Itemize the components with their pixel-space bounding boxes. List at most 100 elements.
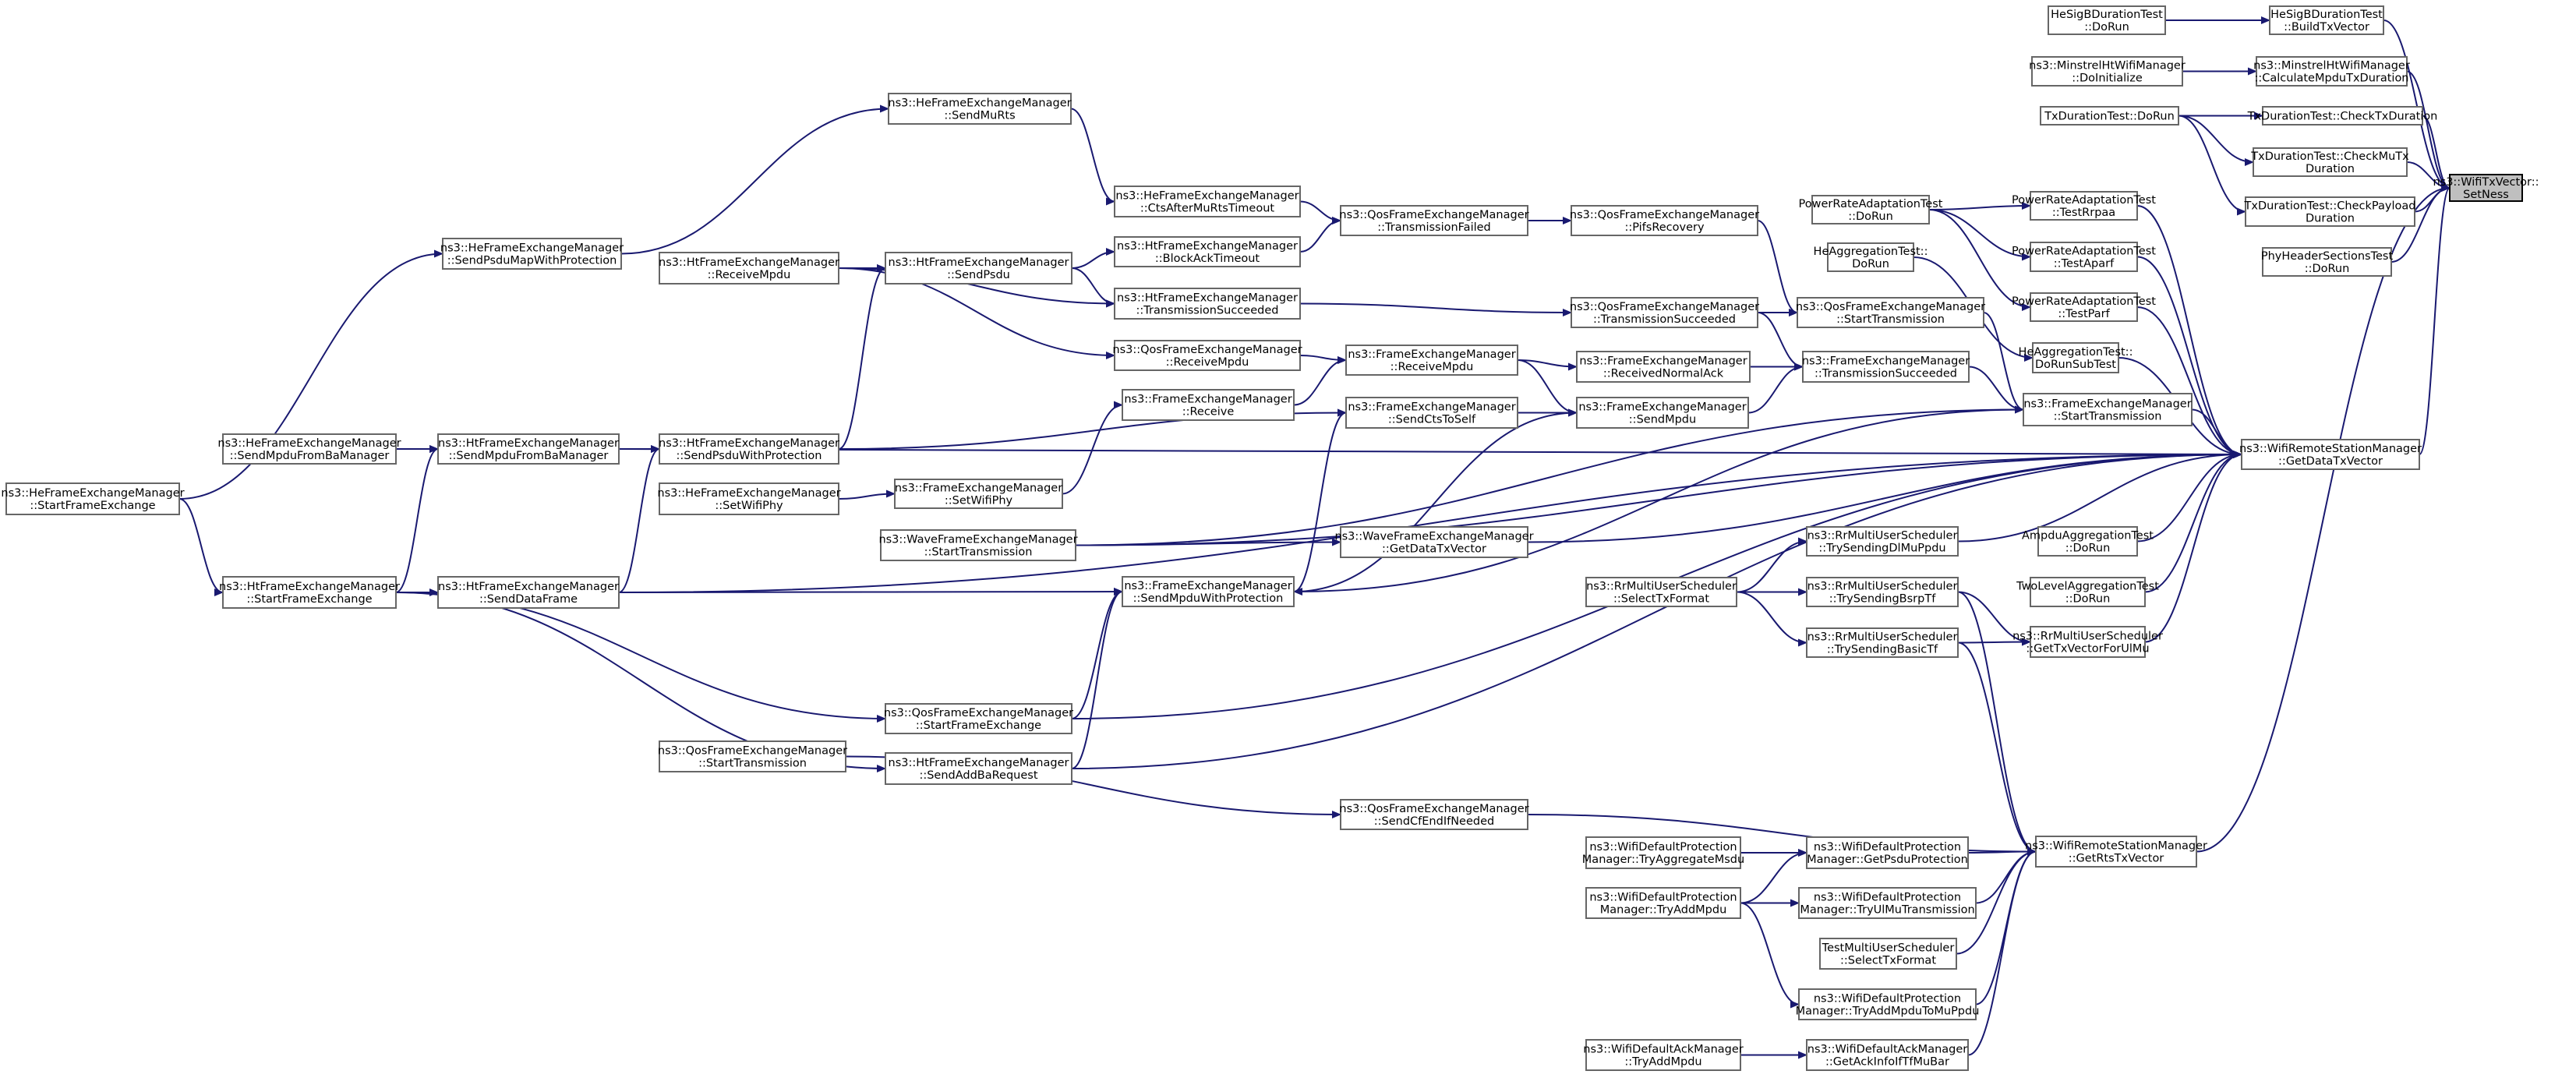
node-rr-trybasic[interactable]: ns3::RrMultiUserScheduler::TrySendingBas… [1806, 627, 1959, 658]
node-qfem-txsucc[interactable]: ns3::QosFrameExchangeManager::Transmissi… [1570, 297, 1759, 328]
node-box [442, 238, 622, 270]
node-fem-sendcts[interactable]: ns3::FrameExchangeManager::SendCtsToSelf [1345, 397, 1518, 429]
node-hefem-setwifiphy[interactable]: ns3::HeFrameExchangeManager::SetWifiPhy [657, 482, 841, 515]
node-qfem-starttx-l[interactable]: ns3::QosFrameExchangeManager::StartTrans… [658, 740, 847, 772]
node-box [659, 482, 839, 515]
node-txdur-dorun[interactable]: TxDurationTest::DoRun [2040, 106, 2179, 125]
node-fem-recvnormalack[interactable]: ns3::FrameExchangeManager::ReceivedNorma… [1576, 351, 1751, 383]
node-wdp-tryaggmsdu[interactable]: ns3::WifiDefaultProtectionManager::TryAg… [1582, 836, 1744, 869]
edge-fem_sendmpdu-to-fem_txsucc [1747, 362, 1804, 414]
node-label-line: ::TrySendingBasicTf [1827, 644, 1938, 656]
node-wda-tryaddmpdu[interactable]: ns3::WifiDefaultAckManager::TryAddMpdu [1583, 1039, 1744, 1071]
node-label-line: ::ReceiveMpdu [1166, 356, 1249, 369]
node-label-line: ns3::HtFrameExchangeManager [1117, 292, 1298, 305]
node-label-line: ns3::QosFrameExchangeManager [1339, 803, 1528, 815]
node-setness[interactable]: ns3::WifiTxVector::SetNess [2433, 174, 2539, 202]
node-htfem-startfe[interactable]: ns3::HtFrameExchangeManager::StartFrameE… [219, 576, 400, 609]
node-rr-trydl[interactable]: ns3::RrMultiUserScheduler::TrySendingDlM… [1806, 526, 1959, 557]
node-wfem-starttx[interactable]: ns3::WaveFrameExchangeManager::StartTran… [878, 529, 1078, 561]
node-label-line: ns3::RrMultiUserScheduler [1807, 581, 1958, 593]
node-box [1797, 297, 1984, 328]
node-htfem-receivempdu[interactable]: ns3::HtFrameExchangeManager::ReceiveMpdu [659, 252, 839, 285]
node-box [1827, 242, 1914, 272]
node-label-line: ::BuildTxVector [2284, 21, 2369, 34]
node-qfem-txfailed[interactable]: ns3::QosFrameExchangeManager::Transmissi… [1339, 205, 1529, 236]
node-qfem-startfe[interactable]: ns3::QosFrameExchangeManager::StartFrame… [884, 703, 1073, 734]
node-fem-sendmpdu[interactable]: ns3::FrameExchangeManager::SendMpdu [1576, 397, 1749, 429]
node-rr-select[interactable]: ns3::RrMultiUserScheduler::SelectTxForma… [1585, 577, 1737, 607]
node-box [5, 482, 180, 515]
node-hefem-startfe[interactable]: ns3::HeFrameExchangeManager::StartFrameE… [1, 482, 185, 515]
node-hesig-dorun[interactable]: HeSigBDurationTest::DoRun [2048, 5, 2166, 35]
node-htfem-sendaddba[interactable]: ns3::HtFrameExchangeManager::SendAddBaRe… [885, 752, 1072, 785]
node-wfem-getdata[interactable]: ns3::WaveFrameExchangeManager::GetDataTx… [1334, 526, 1534, 558]
edge-fem_sendmpduprot-to-fem_sendmpdu [1293, 408, 1578, 592]
node-htfem-sendpsduprot[interactable]: ns3::HtFrameExchangeManager::SendPsduWit… [659, 433, 839, 465]
node-label-line: TxDurationTest::CheckMuTx [2250, 150, 2409, 163]
node-label-line: Duration [2306, 213, 2355, 225]
edge-hefem_startfe-to-hefem_sendpsdumap [178, 249, 443, 500]
node-htfem-txsucc[interactable]: ns3::HtFrameExchangeManager::Transmissio… [1114, 288, 1301, 320]
node-txdur-checktx[interactable]: TxDurationTest::CheckTxDuration [2247, 106, 2438, 125]
node-fem-receivempdu[interactable]: ns3::FrameExchangeManager::ReceiveMpdu [1345, 345, 1518, 376]
node-pra-dorun[interactable]: PowerRateAdaptationTest::DoRun [1799, 195, 1943, 224]
node-pra-aparf[interactable]: PowerRateAdaptationTest::TestAparf [2012, 242, 2156, 272]
node-box [1806, 1039, 1969, 1071]
node-box [2030, 191, 2138, 221]
edge-rr_trybasic-to-remote_getrts [1957, 641, 2037, 856]
node-label-line: ns3::FrameExchangeManager [1578, 401, 1746, 414]
node-htfem-senddata[interactable]: ns3::HtFrameExchangeManager::SendDataFra… [437, 576, 620, 609]
node-minstrel-init[interactable]: ns3::MinstrelHtWifiManager::DoInitialize [2029, 56, 2186, 87]
node-hesig-buildtx[interactable]: HeSigBDurationTest::BuildTxVector [2269, 5, 2384, 35]
node-fem-txsucc[interactable]: ns3::FrameExchangeManager::TransmissionS… [1802, 351, 1970, 383]
node-hefem-sendmpdufromba[interactable]: ns3::HeFrameExchangeManager::SendMpduFro… [217, 433, 401, 465]
node-qfem-pifs[interactable]: ns3::QosFrameExchangeManager::PifsRecove… [1570, 205, 1759, 236]
node-box [2269, 5, 2384, 35]
node-fem-starttx[interactable]: ns3::FrameExchangeManager::StartTransmis… [2023, 393, 2193, 426]
node-ampdu[interactable]: AmpduAggregationTest::DoRun [2022, 526, 2154, 557]
node-box [2035, 836, 2197, 868]
node-rr-getul[interactable]: ns3::RrMultiUserScheduler::GetTxVectorFo… [2012, 626, 2163, 658]
node-label-line: ::BlockAckTimeout [1155, 253, 1260, 265]
node-wdp-getpsdu[interactable]: ns3::WifiDefaultProtectionManager::GetPs… [1806, 836, 1969, 869]
node-box [1798, 988, 1977, 1020]
node-wda-getackinfo[interactable]: ns3::WifiDefaultAckManager::GetAckInfoIf… [1806, 1039, 1969, 1071]
node-hefem-sendpsdumap[interactable]: ns3::HeFrameExchangeManager::SendPsduMap… [440, 238, 624, 270]
node-hefem-sendmurts[interactable]: ns3::HeFrameExchangeManager::SendMuRts [888, 93, 1072, 125]
node-wdp-tryulmu[interactable]: ns3::WifiDefaultProtectionManager::TryUl… [1798, 887, 1977, 919]
node-testmu-select[interactable]: TestMultiUserScheduler::SelectTxFormat [1819, 938, 1957, 970]
node-hefem-ctsafter[interactable]: ns3::HeFrameExchangeManager::CtsAfterMuR… [1114, 186, 1301, 217]
node-htfem-sendmpdufromba[interactable]: ns3::HtFrameExchangeManager::SendMpduFro… [437, 433, 620, 465]
node-label-line: ::SetWifiPhy [945, 495, 1013, 507]
node-htfem-sendpsdu[interactable]: ns3::HtFrameExchangeManager::SendPsdu [885, 252, 1072, 285]
node-twolevel[interactable]: TwoLevelAggregationTest::DoRun [2016, 577, 2159, 607]
node-box [1806, 627, 1959, 658]
node-phyheader[interactable]: PhyHeaderSectionsTest::DoRun [2261, 247, 2394, 277]
node-wdp-tryaddmpdu[interactable]: ns3::WifiDefaultProtectionManager::TryAd… [1585, 887, 1741, 919]
node-wdp-tryaddmpdutomu[interactable]: ns3::WifiDefaultProtectionManager::TryAd… [1796, 988, 1980, 1020]
node-box [880, 529, 1076, 561]
edge-qfem_starttx_r-to-fem_starttx [1983, 312, 2024, 414]
node-qfem-starttx-r[interactable]: ns3::QosFrameExchangeManager::StartTrans… [1796, 297, 1985, 328]
node-pra-parf[interactable]: PowerRateAdaptationTest::TestParf [2012, 292, 2156, 322]
node-minstrel-calc[interactable]: ns3::MinstrelHtWifiManager::CalculateMpd… [2253, 56, 2410, 87]
node-rr-trybsrp[interactable]: ns3::RrMultiUserScheduler::TrySendingBsr… [1806, 577, 1959, 607]
node-label-line: HeAggregationTest:: [1814, 246, 1928, 258]
node-box [2262, 106, 2423, 125]
node-qfem-receivempdu[interactable]: ns3::QosFrameExchangeManager::ReceiveMpd… [1112, 340, 1302, 371]
node-label-line: Manager::TryUlMuTransmission [1800, 904, 1974, 917]
node-fem-receive[interactable]: ns3::FrameExchangeManager::Receive [1122, 389, 1295, 421]
node-heagg-dorun[interactable]: HeAggregationTest::DoRun [1814, 242, 1928, 272]
node-fem-sendmpduprot[interactable]: ns3::FrameExchangeManager::SendMpduWithP… [1122, 576, 1295, 607]
node-label-line: ns3::QosFrameExchangeManager [658, 745, 847, 758]
node-qfem-sendcfend[interactable]: ns3::QosFrameExchangeManager::SendCfEndI… [1339, 799, 1529, 830]
node-pra-rrpaa[interactable]: PowerRateAdaptationTest::TestRrpaa [2012, 191, 2156, 221]
node-remote-getdata[interactable]: ns3::WifiRemoteStationManager::GetDataTx… [2239, 439, 2422, 470]
node-label-line: ::TrySendingBsrpTf [1829, 593, 1937, 606]
node-heagg-sub[interactable]: HeAggregationTest::DoRunSubTest [2019, 342, 2133, 373]
node-remote-getrts[interactable]: ns3::WifiRemoteStationManager::GetRtsTxV… [2025, 836, 2207, 868]
node-htfem-blockack[interactable]: ns3::HtFrameExchangeManager::BlockAckTim… [1114, 236, 1301, 267]
node-fem-setwifiphy[interactable]: ns3::FrameExchangeManager::SetWifiPhy [894, 479, 1063, 509]
